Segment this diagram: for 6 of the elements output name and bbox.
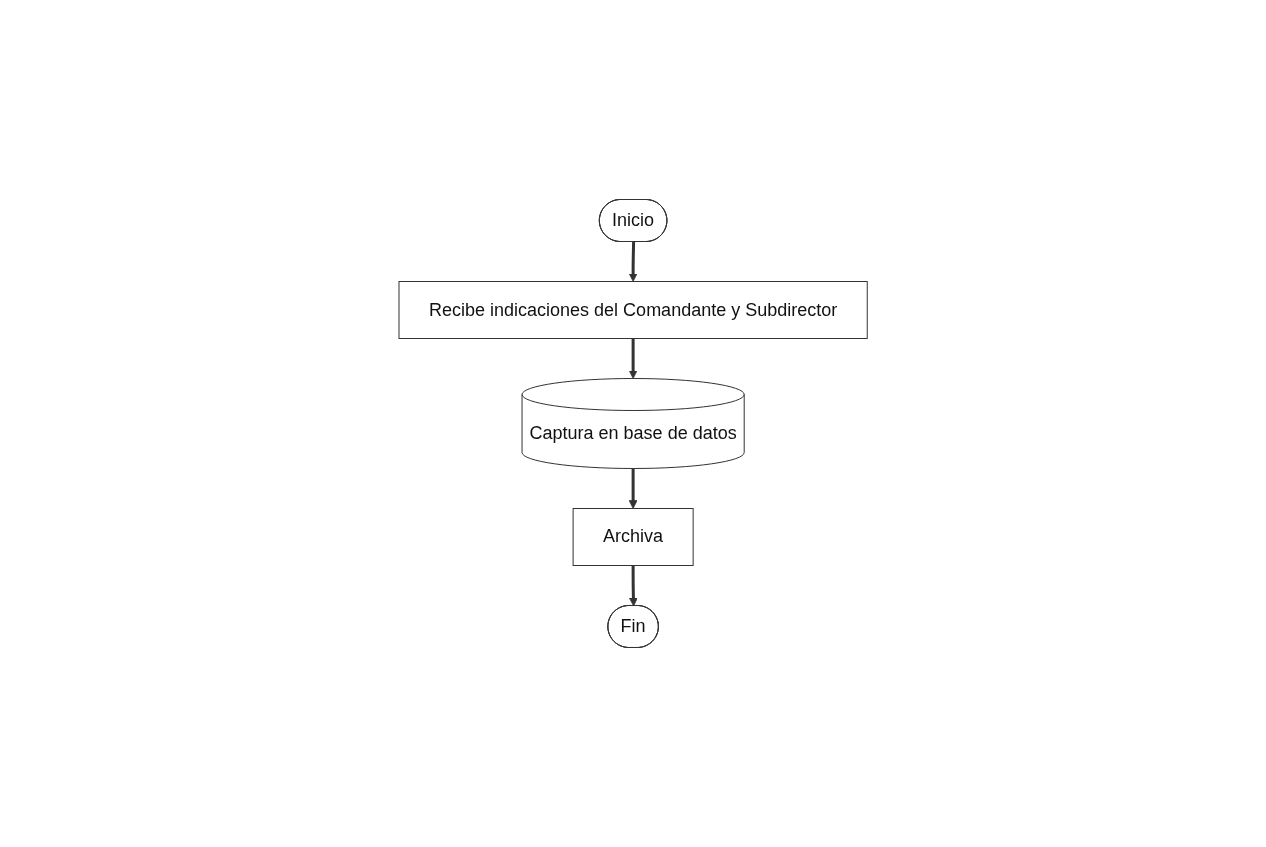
- node-box: Archiva: [572, 508, 694, 566]
- arrow: [628, 338, 638, 379]
- node-box: Recibe indicaciones del Comandante y Subdirector: [398, 281, 868, 339]
- arrow: [628, 468, 638, 509]
- arrow: [628, 241, 638, 282]
- arrow: [628, 565, 638, 607]
